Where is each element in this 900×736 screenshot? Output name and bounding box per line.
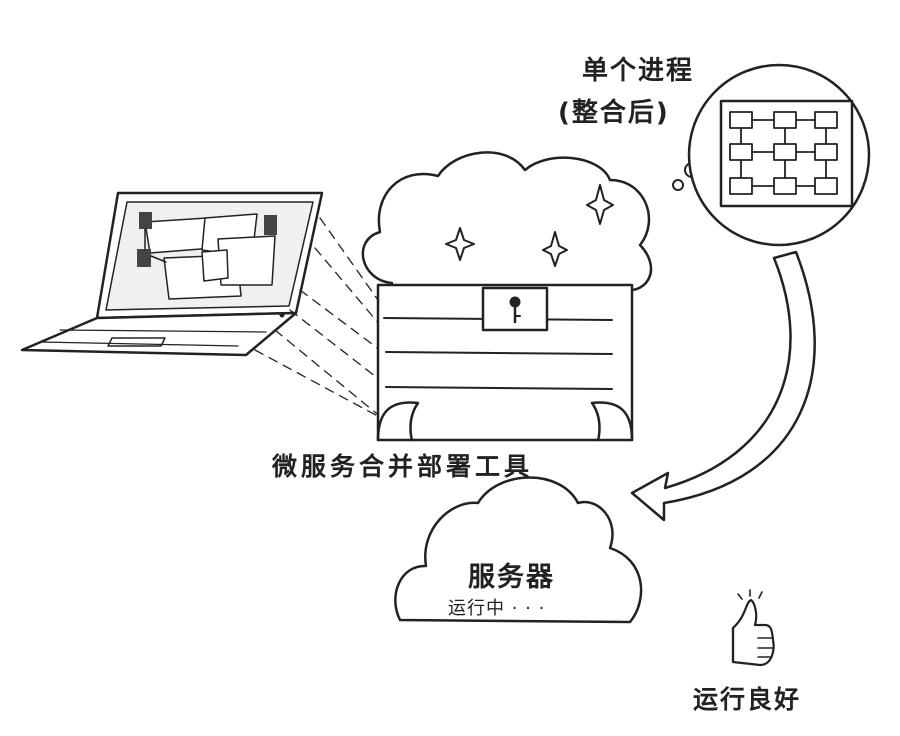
running-well-label: 运行良好	[693, 685, 802, 714]
tool-cloud-chest	[361, 151, 653, 442]
server-label: 服务器	[468, 562, 555, 593]
after-merge-label: (整合后)	[558, 98, 670, 128]
single-process-diagram	[687, 63, 871, 247]
laptop-icon	[20, 191, 324, 357]
projection-lines	[254, 217, 386, 421]
thumbs-up-icon	[731, 589, 775, 667]
tool-label: 微服务合并部署工具	[272, 452, 534, 481]
single-process-label: 单个进程	[582, 56, 695, 86]
running-status: 运行中 · · ·	[448, 598, 546, 619]
server-cloud	[394, 476, 643, 624]
curved-arrow-icon	[630, 250, 816, 522]
